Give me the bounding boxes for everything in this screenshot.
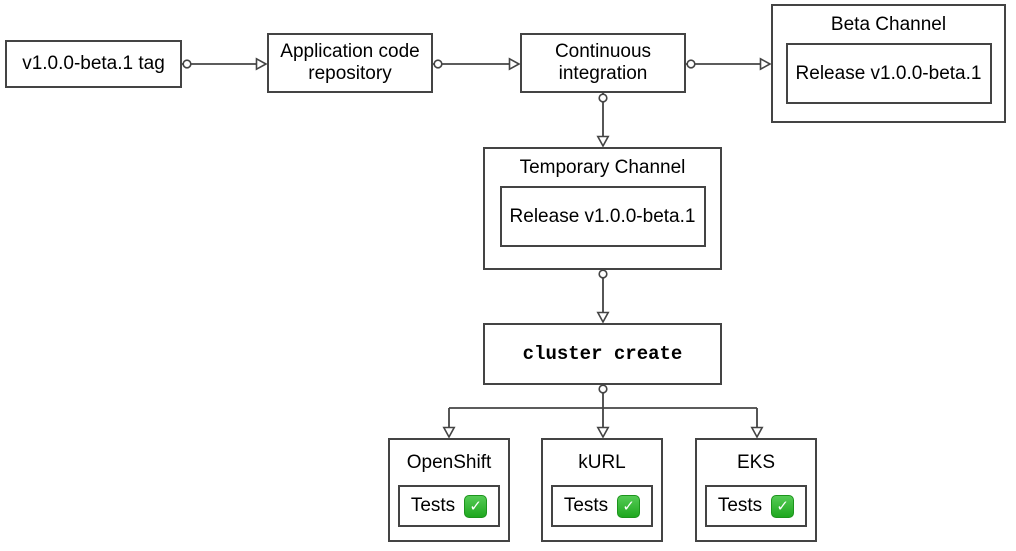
- node-temporary-channel: Temporary Channel Release v1.0.0-beta.1: [483, 147, 722, 270]
- openshift-title: OpenShift: [406, 451, 492, 473]
- openshift-tests-label: Tests: [410, 495, 456, 516]
- kurl-title: kURL: [578, 451, 626, 473]
- kurl-tests-box: Tests ✓: [551, 485, 653, 527]
- eks-title: EKS: [736, 451, 776, 473]
- temporary-channel-title: Temporary Channel: [519, 156, 686, 178]
- eks-tests-label: Tests: [717, 495, 763, 516]
- arrowhead-down-icon: [750, 426, 764, 439]
- arrowhead-right-icon: [759, 57, 772, 71]
- node-continuous-integration-label: Continuous integration: [554, 40, 652, 84]
- node-application-code-repository-label: Application code repository: [280, 40, 420, 84]
- beta-channel-title: Beta Channel: [830, 13, 947, 35]
- node-kurl: kURL Tests ✓: [541, 438, 663, 542]
- temporary-channel-release-label: Release v1.0.0-beta.1: [509, 205, 696, 227]
- beta-channel-release-box: Release v1.0.0-beta.1: [785, 43, 992, 104]
- arrowhead-right-icon: [508, 57, 521, 71]
- arrowhead-right-icon: [255, 57, 268, 71]
- node-cluster-create-label: cluster create: [522, 342, 683, 365]
- beta-channel-release-label: Release v1.0.0-beta.1: [795, 62, 982, 84]
- connector-dot-icon: [598, 269, 608, 279]
- node-continuous-integration: Continuous integration: [520, 33, 686, 93]
- check-icon: ✓: [464, 494, 488, 518]
- connector-dot-icon: [598, 93, 608, 103]
- node-version-tag-label: v1.0.0-beta.1 tag: [22, 52, 165, 74]
- arrowhead-down-icon: [442, 426, 456, 439]
- node-version-tag: v1.0.0-beta.1 tag: [5, 40, 182, 88]
- openshift-tests-box: Tests ✓: [398, 485, 500, 527]
- connector-dot-icon: [686, 59, 696, 69]
- node-application-code-repository: Application code repository: [267, 33, 433, 93]
- node-openshift: OpenShift Tests ✓: [388, 438, 510, 542]
- node-cluster-create: cluster create: [483, 323, 722, 385]
- arrowhead-down-icon: [596, 135, 610, 148]
- kurl-tests-label: Tests: [563, 495, 609, 516]
- connector-dot-icon: [433, 59, 443, 69]
- temporary-channel-release-box: Release v1.0.0-beta.1: [499, 186, 706, 247]
- arrowhead-down-icon: [596, 311, 610, 324]
- eks-tests-box: Tests ✓: [705, 485, 807, 527]
- connector-dot-icon: [182, 59, 192, 69]
- check-icon: ✓: [617, 494, 641, 518]
- connector-dot-icon: [598, 384, 608, 394]
- node-eks: EKS Tests ✓: [695, 438, 817, 542]
- node-beta-channel: Beta Channel Release v1.0.0-beta.1: [771, 4, 1006, 123]
- check-icon: ✓: [771, 494, 795, 518]
- arrowhead-down-icon: [596, 426, 610, 439]
